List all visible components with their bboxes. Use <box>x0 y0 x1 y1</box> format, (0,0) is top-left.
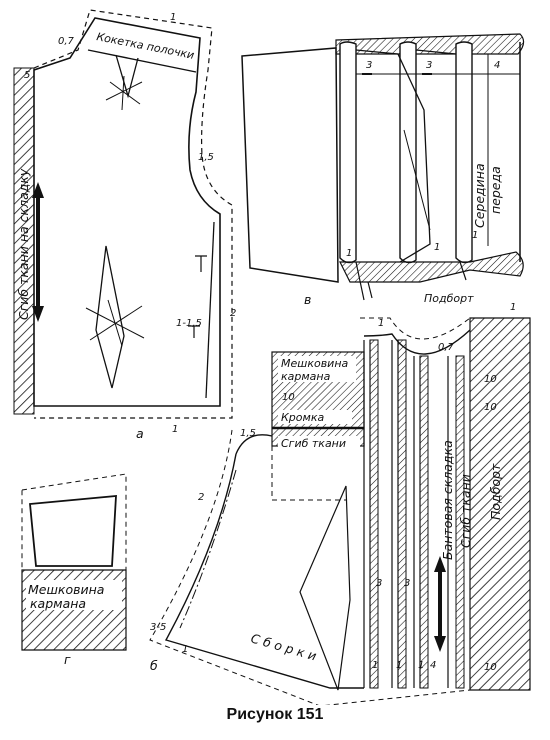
side-seam-line <box>205 221 215 399</box>
figure-caption: Рисунок 151 <box>226 706 324 723</box>
dashdot-b <box>179 469 237 629</box>
edge-label-b: Кромка <box>281 411 324 424</box>
facing-bottom <box>339 251 524 283</box>
pleat-hatch-3 <box>419 355 429 689</box>
armhole-b <box>235 434 273 455</box>
dim-b-9: 1 <box>182 644 188 655</box>
tick-marks-a <box>188 255 207 338</box>
main-dashed-b <box>149 429 471 707</box>
dim-a-4: 2 <box>230 308 236 319</box>
panel-letter-b: б <box>150 658 158 673</box>
seam-allowance-a <box>33 9 233 419</box>
pocket-label-g-bg <box>26 580 122 610</box>
dim-b-2: 0,7 <box>438 342 455 353</box>
pleat-strip-1 <box>363 340 371 688</box>
dim-v-2: 4 <box>494 60 500 71</box>
pleat-strip-3 <box>413 356 421 688</box>
gathers-label: С б о р к и <box>249 630 318 663</box>
dim-b-3: 1 <box>510 302 516 313</box>
rim-top <box>335 33 525 55</box>
pleat-hatch-4 <box>455 355 465 689</box>
cross-mark-top <box>105 75 143 111</box>
dim-b-5: 10 <box>282 392 295 403</box>
dart-b <box>299 485 351 691</box>
dim-a-0: 0,7 <box>58 36 75 47</box>
neck-curve-b <box>363 329 471 355</box>
dim-v-0: 3 <box>366 60 372 71</box>
facing-label-v: Подборт <box>424 292 474 305</box>
dim-b-15: 4 <box>430 660 436 671</box>
main-outline-b <box>164 453 364 689</box>
pleat-tube-3 <box>455 41 473 264</box>
pocket-label-b-1: Мешковина <box>281 357 349 370</box>
panel-letter-g: г <box>64 652 71 667</box>
waist-dart <box>95 245 125 389</box>
center-fold-label-b: Сгиб ткани <box>458 474 473 548</box>
pleat-top-lines <box>355 49 457 55</box>
facing-label-b: Подборт <box>488 463 503 520</box>
cross-mark-bottom <box>85 299 145 347</box>
dim-b-0: 1,5 <box>240 428 256 439</box>
center-label-v-2: переда <box>488 166 503 214</box>
yoke-dart <box>115 54 139 99</box>
panel-v: 3 3 4 1 1 1 Середина переда Подборт в <box>241 33 525 307</box>
dim-a-5: 1-1,5 <box>176 318 202 329</box>
dim-a-1: 1 <box>170 12 176 23</box>
pocket-label-bg <box>278 356 356 382</box>
dim-v-3: 1 <box>346 248 352 259</box>
dim-b-14: 1 <box>418 660 424 671</box>
dim-b-7: 2 <box>198 492 204 503</box>
dim-a-2: 5 <box>24 70 30 81</box>
stitch-lines-v <box>355 261 467 301</box>
pocket-outline-g <box>29 495 117 567</box>
panel-b: Мешковина кармана Кромка Сгиб ткани Бант… <box>149 302 531 707</box>
pattern-figure: Сгиб ткани на складку Кокетка полочки 0,… <box>13 9 531 707</box>
yoke-line <box>87 49 197 73</box>
dim-a-6: 1 <box>172 424 178 435</box>
dim-v-1: 3 <box>426 60 432 71</box>
dim-a-3: 1,5 <box>198 152 214 163</box>
dim-b-8: 3-5 <box>150 622 166 633</box>
pocket-label-g-2: кармана <box>30 596 86 611</box>
grain-arrow-b <box>434 556 446 652</box>
front-piece-outline <box>33 17 221 407</box>
dim-b-1: 1 <box>378 318 384 329</box>
dim-b-16: 10 <box>484 402 497 413</box>
dim-b-12: 1 <box>372 660 378 671</box>
dim-b-4: 10 <box>484 374 497 385</box>
box-pleat-label: Бантовая складка <box>440 440 455 560</box>
fold-label-b: Сгиб ткани <box>281 437 346 450</box>
pleat-shadow <box>403 129 431 231</box>
pocket-dashed-outline <box>271 446 346 501</box>
grain-arrow-a <box>32 182 44 322</box>
neck-dashed-b <box>360 317 471 340</box>
pocket-label-b-2: кармана <box>281 370 331 383</box>
panel-a: Сгиб ткани на складку Кокетка полочки 0,… <box>13 9 236 441</box>
pleat-fold-diag <box>397 53 431 263</box>
center-label-v-1: Середина <box>472 163 487 228</box>
dim-b-6: 10 <box>484 662 497 673</box>
pleat-strip-2 <box>391 340 399 688</box>
pleat-tube-1 <box>339 41 357 264</box>
fold-label-a: Сгиб ткани на складку <box>16 168 31 320</box>
panel-g: Мешковина кармана г <box>21 473 127 667</box>
dim-b-10: 3 <box>376 578 382 589</box>
pocket-label-g-1: Мешковина <box>28 582 104 597</box>
panel-letter-v: в <box>304 292 311 307</box>
dim-v-5: 1 <box>472 230 478 241</box>
panel-letter-a: а <box>136 426 144 441</box>
pleat-hatch-2 <box>397 339 407 689</box>
fold-label-bg <box>278 436 360 450</box>
dim-v-4: 1 <box>434 242 440 253</box>
dim-b-13: 1 <box>396 660 402 671</box>
pleat-hatch-1 <box>369 339 379 689</box>
fabric-flat <box>241 47 339 283</box>
edge-label-bg <box>278 410 352 424</box>
dim-b-11: 3 <box>404 578 410 589</box>
